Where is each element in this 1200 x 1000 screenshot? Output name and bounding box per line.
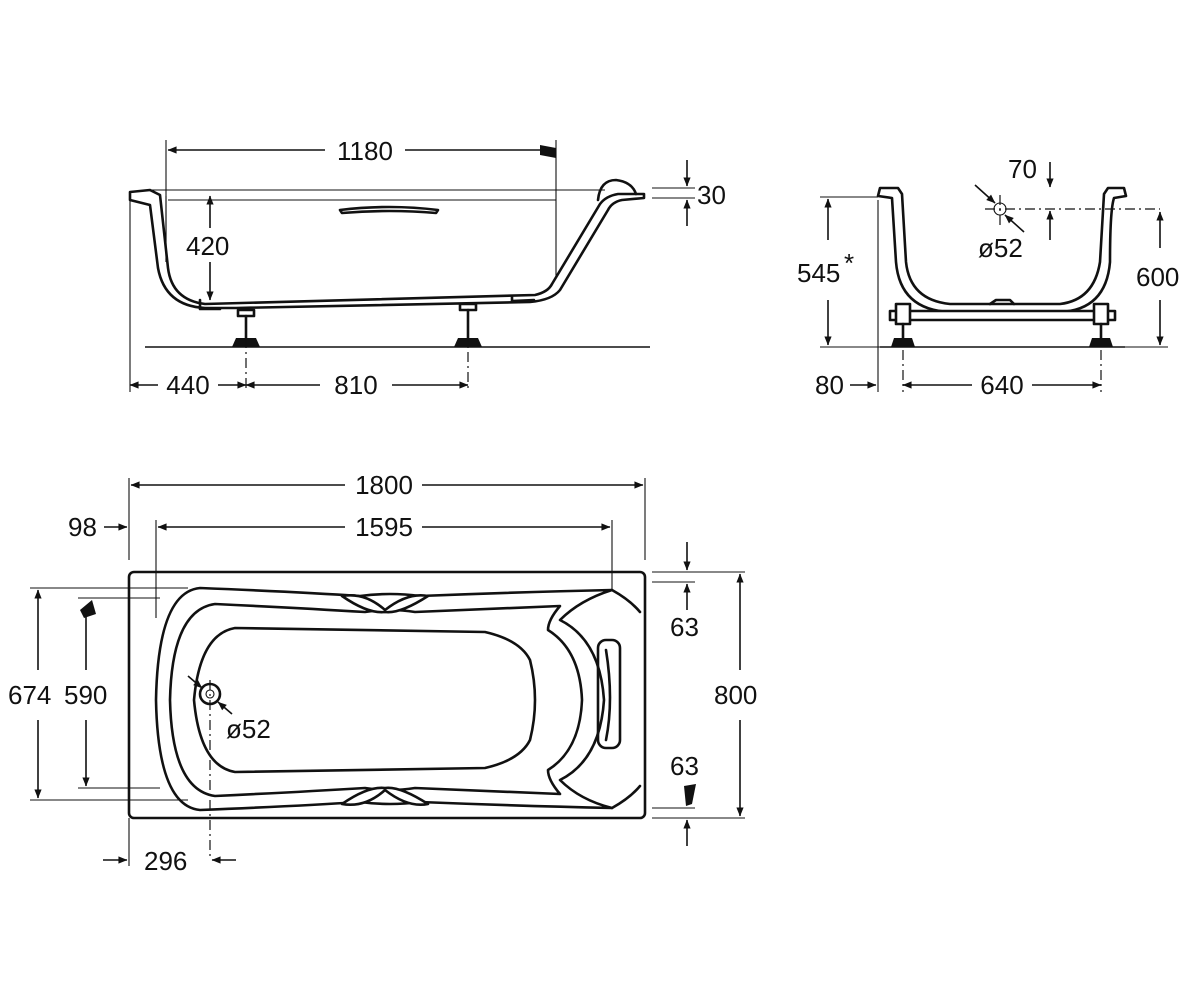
dim-end-margin: 98: [68, 512, 97, 542]
side-drain-nub: [198, 298, 222, 311]
top-basin-ledge: [168, 602, 584, 798]
side-view: 1180 30 420 440 810: [128, 136, 726, 400]
top-handle-lower: [340, 786, 430, 806]
top-headrest: [596, 638, 622, 750]
dim-arrow-1180-right: [540, 145, 556, 158]
dim-inner-length-top: 1595: [355, 512, 413, 542]
dim-side-margin-bottom: 63: [670, 751, 699, 781]
top-drain-arrow-a: [187, 675, 203, 689]
dim-base-offset: 80: [815, 370, 844, 400]
dim-overall-length: 1800: [355, 470, 413, 500]
top-outer-rim: [127, 570, 647, 820]
side-overflow-slot: [338, 205, 440, 215]
dim-inner-depth: 420: [186, 231, 229, 261]
dim-inner-length: 1180: [337, 136, 393, 166]
dim-height-note: *: [844, 248, 854, 278]
dim-overall-height: 545: [797, 258, 840, 288]
top-basin-outline: [154, 586, 614, 812]
top-drain-arrow-b: [217, 701, 233, 715]
end-foot-right: [1089, 302, 1113, 347]
end-drain-nub: [988, 298, 1016, 306]
dim-drain-offset-top: 296: [144, 846, 187, 876]
dim-arrow-590-top: [80, 600, 96, 618]
top-headrest-inner: [604, 648, 612, 742]
dim-drain-offset-end: 70: [1008, 154, 1037, 184]
top-handle-upper: [340, 594, 430, 614]
end-view: ø52 70 545 * 600 80 640: [797, 154, 1179, 400]
end-foot-left: [891, 302, 915, 347]
end-drain-arrow-a: [974, 184, 996, 204]
top-drain-diameter: ø52: [226, 714, 271, 744]
end-support-bar: [888, 309, 1117, 322]
top-basin-floor: [192, 626, 537, 774]
dim-foot-spacing-end: 640: [980, 370, 1023, 400]
dim-arrow-63-bottom-a: [684, 784, 696, 806]
dim-overall-width: 800: [714, 680, 757, 710]
dim-inner-width-outer: 674: [8, 680, 51, 710]
dim-foot-offset: 440: [166, 370, 209, 400]
dim-rim-thickness: 30: [697, 180, 726, 210]
side-bottom-nub: [510, 295, 536, 303]
top-view: ø52 1800 1595 98 674 590: [8, 470, 757, 876]
end-drain-arrow-b: [1004, 214, 1025, 233]
side-headrest: [596, 178, 638, 202]
top-curve-upper: [610, 588, 642, 614]
end-drain-diameter: ø52: [978, 233, 1023, 263]
dim-max-height: 600: [1136, 262, 1179, 292]
top-curve-lower: [610, 784, 642, 810]
dim-side-margin-top: 63: [670, 612, 699, 642]
dim-inner-width-bottom: 590: [64, 680, 107, 710]
dim-foot-spacing-side: 810: [334, 370, 377, 400]
